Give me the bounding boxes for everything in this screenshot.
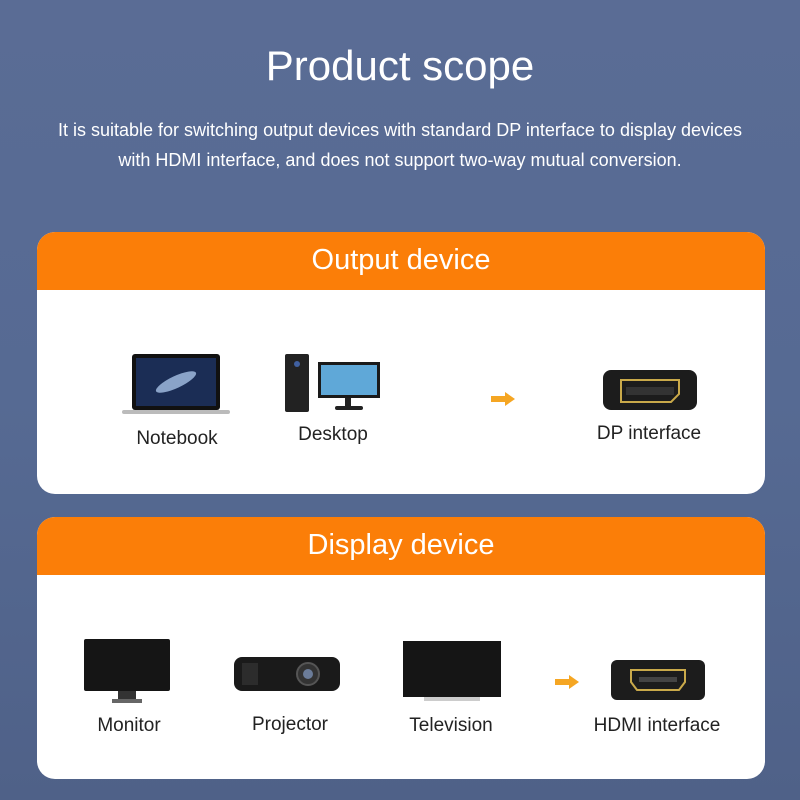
television-icon [403,641,501,701]
item-label: Television [409,715,493,736]
dp-port-icon [603,370,697,410]
target-label: DP interface [596,423,702,444]
description: It is suitable for switching output devi… [57,120,743,170]
item-label: Desktop [298,424,368,445]
desktop-icon [285,354,380,412]
card-header: Display device [37,517,765,575]
display-device-card: Display device Monitor Projector Televis… [37,517,765,779]
monitor-icon [84,639,170,703]
projector-icon [234,657,340,691]
output-device-card: Output device Notebook Desktop DP interf… [37,232,765,494]
target-label: HDMI interface [593,715,721,736]
card-header: Output device [37,232,765,290]
item-label: Monitor [97,715,161,736]
item-label: Notebook [136,428,218,449]
arrow-right-icon [491,392,515,406]
hdmi-port-icon [611,660,705,700]
arrow-right-icon [555,675,579,689]
item-label: Projector [251,714,329,735]
notebook-icon [122,354,230,414]
page-title: Product scope [265,42,535,89]
